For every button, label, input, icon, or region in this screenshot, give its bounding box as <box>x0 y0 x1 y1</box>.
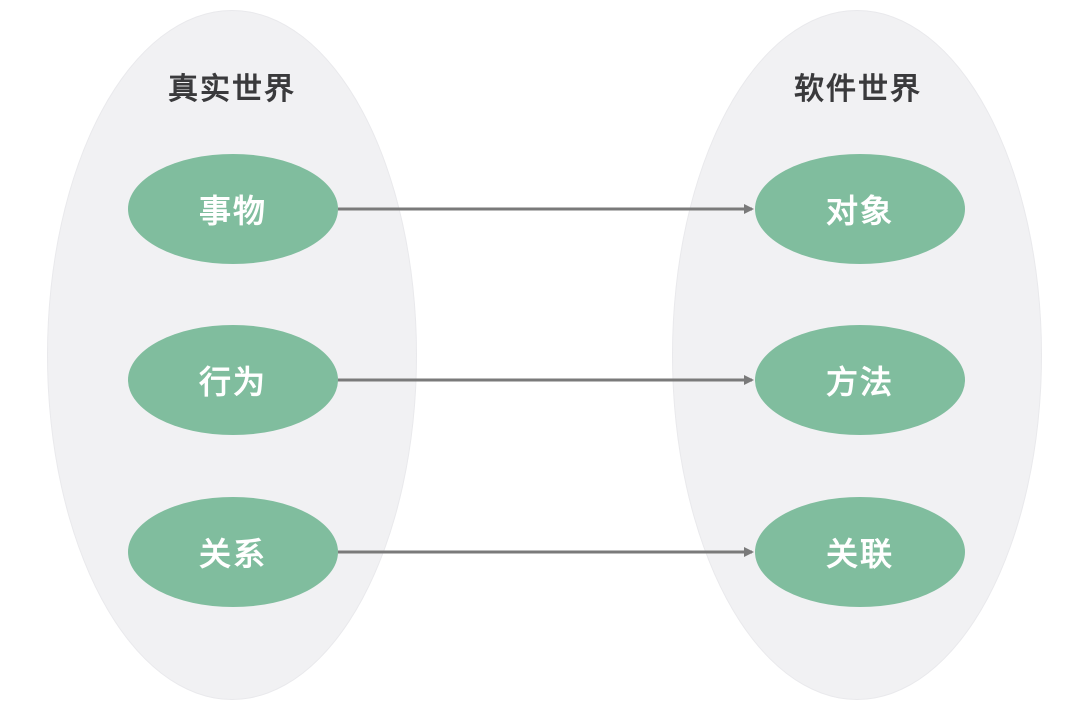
node-behavior: 行为 <box>128 325 338 435</box>
node-object: 对象 <box>755 154 965 264</box>
node-method: 方法 <box>755 325 965 435</box>
node-association: 关联 <box>755 497 965 607</box>
node-thing: 事物 <box>128 154 338 264</box>
software-world-title: 软件世界 <box>794 72 922 107</box>
real-world-title: 真实世界 <box>168 72 296 107</box>
node-relation: 关系 <box>128 497 338 607</box>
